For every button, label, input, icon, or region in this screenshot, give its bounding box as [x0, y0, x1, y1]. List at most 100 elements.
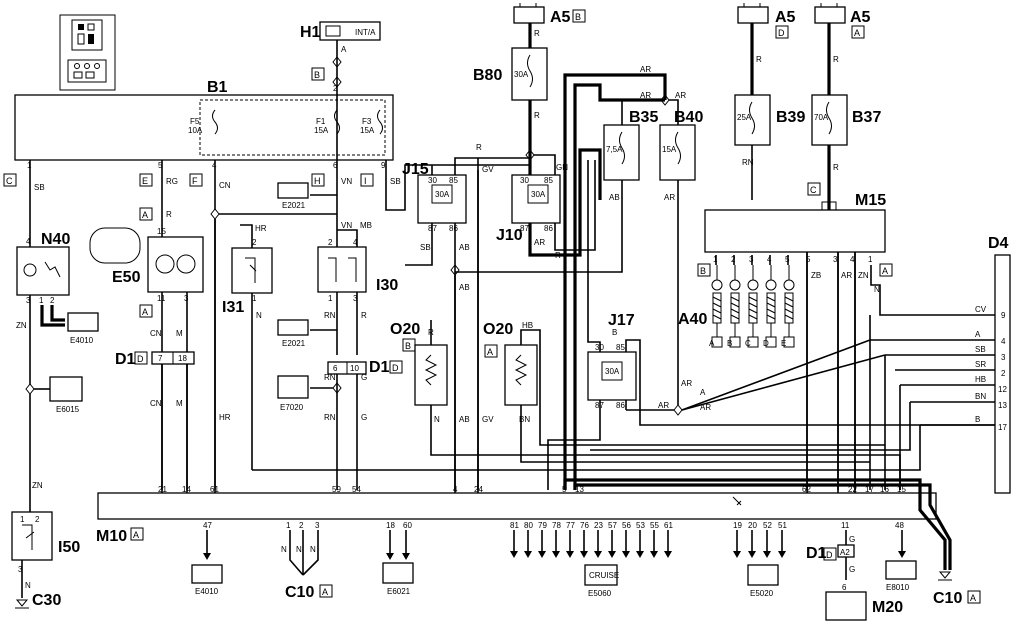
svg-text:J10: J10	[496, 227, 523, 244]
svg-text:1: 1	[328, 294, 333, 303]
svg-text:B: B	[612, 328, 617, 337]
svg-text:AR: AR	[534, 238, 545, 247]
i31-switch	[231, 247, 273, 294]
svg-text:61: 61	[664, 521, 673, 530]
b1-box	[14, 94, 394, 161]
svg-text:56: 56	[622, 521, 631, 530]
svg-text:A: A	[975, 330, 981, 339]
cruise-control-icon	[584, 564, 618, 586]
svg-text:B: B	[700, 266, 706, 276]
svg-text:16: 16	[880, 485, 889, 494]
svg-text:R: R	[534, 29, 540, 38]
svg-text:A2: A2	[840, 548, 850, 557]
svg-text:22: 22	[848, 485, 857, 494]
svg-text:AR: AR	[658, 401, 669, 410]
svg-text:70A: 70A	[814, 113, 829, 122]
svg-text:30A: 30A	[514, 70, 529, 79]
svg-text:51: 51	[778, 521, 787, 530]
svg-text:R: R	[534, 111, 540, 120]
svg-text:11: 11	[841, 521, 850, 530]
svg-text:I30: I30	[376, 277, 398, 294]
svg-text:R: R	[476, 143, 482, 152]
svg-text:AR: AR	[700, 403, 711, 412]
svg-text:2: 2	[252, 238, 257, 247]
lamp-icon	[382, 562, 414, 584]
svg-text:SB: SB	[420, 243, 431, 252]
svg-text:A: A	[142, 210, 148, 220]
svg-text:A: A	[854, 28, 860, 38]
svg-text:N: N	[296, 545, 302, 554]
svg-text:INT/A: INT/A	[355, 28, 376, 37]
svg-text:A: A	[709, 339, 715, 348]
svg-text:RG: RG	[166, 177, 178, 186]
svg-text:D: D	[137, 354, 144, 364]
svg-text:6: 6	[333, 364, 338, 373]
svg-text:ZN: ZN	[32, 481, 43, 490]
svg-text:G: G	[849, 535, 855, 544]
m10-bottom-pins: 47 E4010 1 2 3 N N N C10 A 18 60 E6021	[191, 521, 414, 601]
m10-bottom-group-5: 19 20 52 51 E5020	[733, 521, 787, 598]
svg-text:4: 4	[1001, 337, 1006, 346]
svg-text:48: 48	[895, 521, 904, 530]
svg-text:B80: B80	[473, 67, 502, 84]
stop-lamp-icon-2	[277, 319, 309, 336]
svg-text:86: 86	[616, 401, 625, 410]
svg-text:AB: AB	[459, 415, 470, 424]
svg-text:N: N	[281, 545, 287, 554]
svg-text:RN: RN	[324, 311, 336, 320]
svg-text:2: 2	[299, 521, 304, 530]
svg-text:17: 17	[998, 423, 1007, 432]
svg-text:HB: HB	[975, 375, 986, 384]
ecu-chip-icon	[732, 496, 742, 506]
svg-text:A: A	[882, 266, 888, 276]
svg-text:HR: HR	[219, 413, 231, 422]
svg-text:I: I	[364, 176, 367, 186]
b1-fuse-f1-name: F1	[316, 117, 326, 126]
svg-text:CN: CN	[219, 181, 231, 190]
j10-relay	[511, 174, 561, 224]
svg-text:E5060: E5060	[588, 589, 612, 598]
svg-text:R: R	[833, 55, 839, 64]
svg-text:5: 5	[806, 255, 811, 264]
svg-text:AB: AB	[459, 243, 470, 252]
svg-text:R: R	[166, 210, 172, 219]
gauge-icon-2	[191, 564, 223, 584]
svg-text:M: M	[176, 399, 183, 408]
svg-text:18: 18	[386, 521, 395, 530]
svg-text:3: 3	[1001, 353, 1006, 362]
svg-text:GV: GV	[482, 415, 494, 424]
svg-text:N40: N40	[41, 231, 70, 248]
svg-text:9: 9	[381, 161, 386, 170]
svg-text:B: B	[575, 12, 581, 22]
svg-text:C: C	[6, 176, 13, 186]
svg-text:AR: AR	[640, 65, 651, 74]
svg-text:2: 2	[333, 84, 338, 93]
svg-text:BN: BN	[519, 415, 530, 424]
svg-text:ZN: ZN	[16, 321, 27, 330]
svg-text:R: R	[555, 251, 561, 260]
svg-text:AR: AR	[675, 91, 686, 100]
svg-text:13: 13	[575, 485, 584, 494]
o20-sensor-b	[414, 344, 448, 406]
svg-text:CV: CV	[975, 305, 987, 314]
svg-text:C: C	[745, 339, 751, 348]
svg-text:1: 1	[20, 515, 25, 524]
svg-text:J15: J15	[402, 161, 429, 178]
svg-text:VN: VN	[341, 221, 352, 230]
svg-text:15A: 15A	[662, 145, 677, 154]
svg-text:76: 76	[580, 521, 589, 530]
svg-text:E2021: E2021	[282, 339, 306, 348]
svg-text:RN: RN	[324, 413, 336, 422]
svg-text:CRUISE: CRUISE	[589, 571, 619, 580]
svg-text:G: G	[849, 565, 855, 574]
svg-text:19: 19	[733, 521, 742, 530]
m15-box	[704, 209, 886, 253]
svg-text:3: 3	[353, 294, 358, 303]
svg-text:N: N	[874, 285, 880, 294]
svg-text:G: G	[361, 373, 367, 382]
b1-fuse-f5-name: F5	[190, 117, 200, 126]
svg-text:VN: VN	[341, 177, 352, 186]
svg-text:A5: A5	[850, 9, 871, 26]
svg-text:AB: AB	[609, 193, 620, 202]
svg-text:B: B	[727, 339, 732, 348]
